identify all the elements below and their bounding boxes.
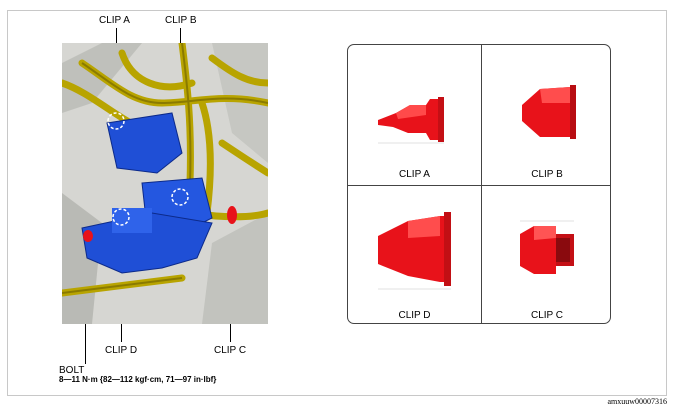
engine-bay-illustration <box>62 43 268 324</box>
clip-a-caption: CLIP A <box>399 169 430 180</box>
clip-c-label: CLIP C <box>214 345 247 356</box>
torque-spec: 8—11 N·m {82—112 kgf·cm, 71—97 in·lbf} <box>59 375 217 384</box>
bolt-label: BOLT <box>59 365 85 376</box>
clip-a-image <box>378 97 444 144</box>
clip-b-cell: CLIP B <box>482 45 610 185</box>
clip-c-image <box>520 220 574 274</box>
clip-a-cell: CLIP A <box>348 45 481 185</box>
clip-d-image <box>378 212 451 290</box>
figure-frame <box>7 10 667 396</box>
panel-divider-horizontal <box>348 185 610 186</box>
clip-b-caption: CLIP B <box>531 169 563 180</box>
clip-c-cell: CLIP C <box>482 186 610 323</box>
clip-detail-panel: CLIP A CLIP B CLIP D CLIP C <box>347 44 611 324</box>
clip-b-label: CLIP B <box>165 15 197 26</box>
clip-d-caption: CLIP D <box>398 310 431 321</box>
clip-d-label: CLIP D <box>105 345 138 356</box>
panel-divider-vertical <box>481 45 482 323</box>
clip-d-cell: CLIP D <box>348 186 481 323</box>
clip-b-image <box>522 85 576 139</box>
clip-c-caption: CLIP C <box>530 310 564 321</box>
figure-id: amxuuw00007316 <box>607 397 667 406</box>
clip-a-label: CLIP A <box>99 15 130 26</box>
